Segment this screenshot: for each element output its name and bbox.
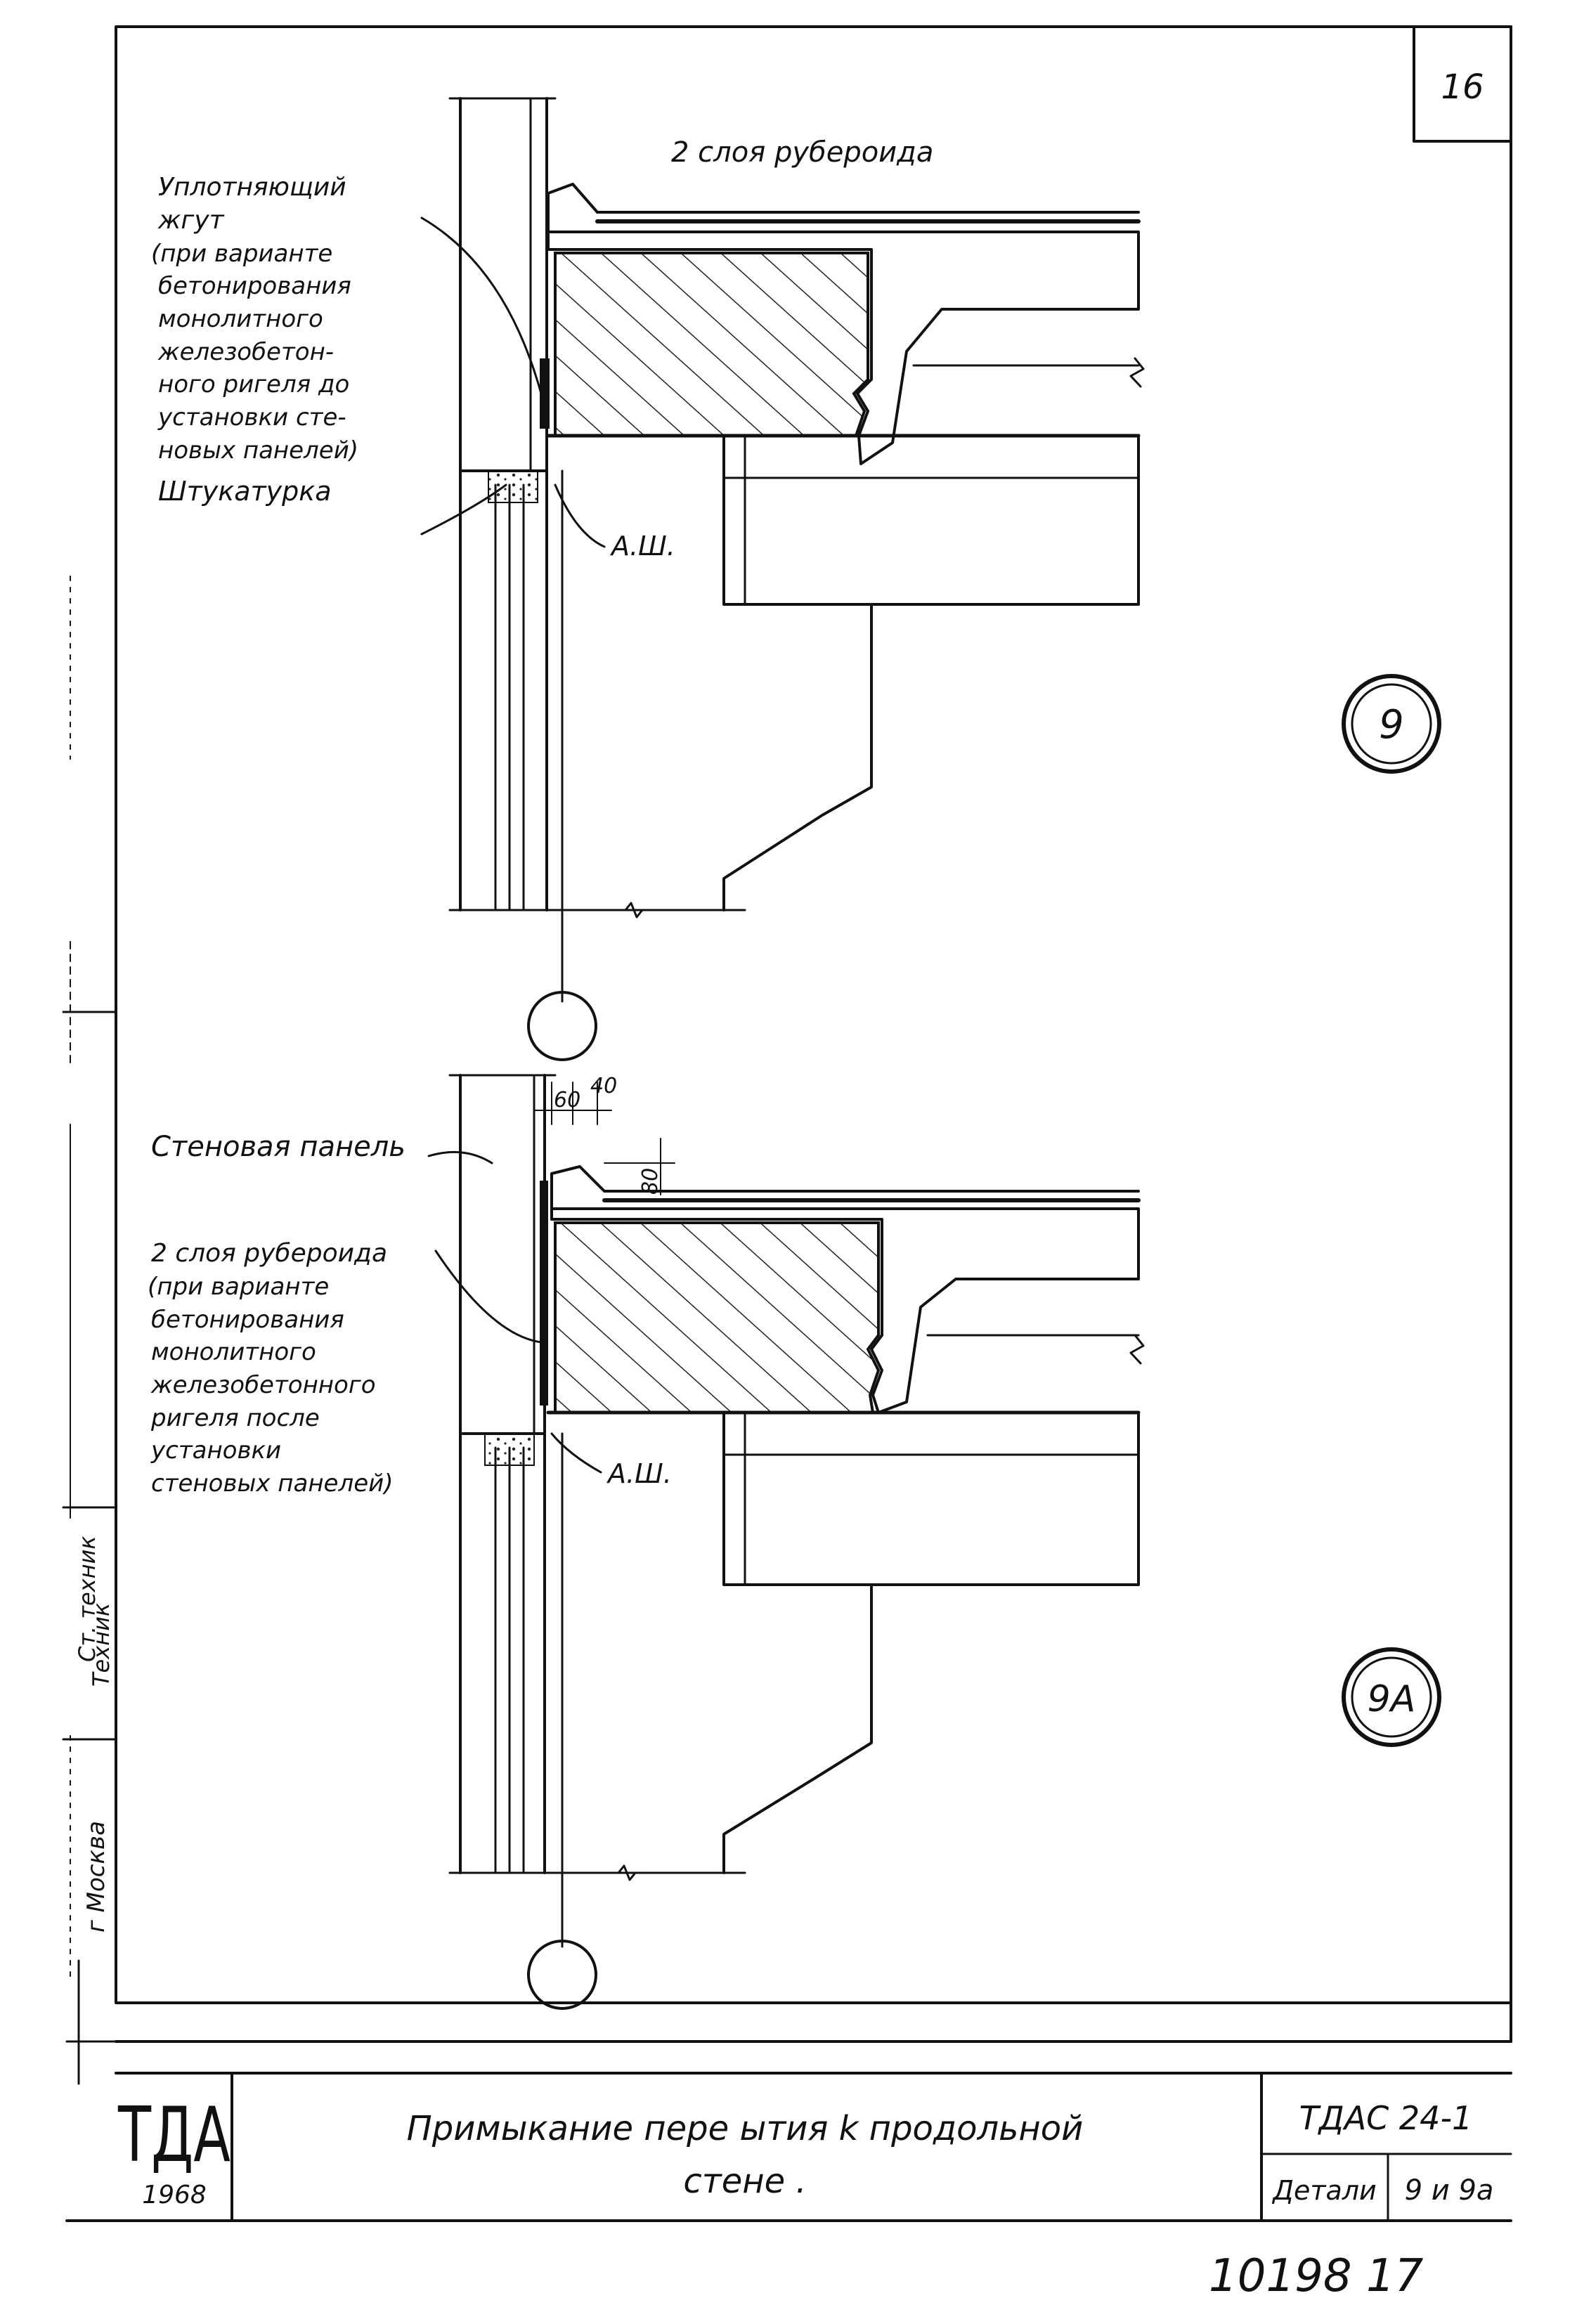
seal-note-line: (при варианте [151,240,332,268]
roofing-note-line: монолитного [151,1338,316,1366]
wall-panel-9a [448,1074,746,1948]
page-number-box: 16 [1413,25,1512,143]
seal-note-9: Уплотняющий жгут (при варианте бетониров… [151,173,358,465]
seal-note-line: железобетон- [157,338,334,366]
margin-role-2: Техник [88,1602,115,1687]
sheet-title-line2: стене . [683,2162,806,2201]
margin-strip: г Москва Ст. техник Техник [62,576,117,2085]
margin-role-1: Ст. техник [74,1536,100,1662]
roofing-note-line: ригеля после [150,1404,320,1432]
roofing-note-line: (при варианте [148,1273,329,1301]
wall-panel-9 [448,97,746,1003]
roofing-note-9a: 2 слоя рубероида (при варианте бетониров… [148,1239,393,1498]
seal-note-line: Уплотняющий [158,173,346,202]
leader-seal-9 [420,216,543,395]
sheet-title-line1: Примыкание пере ытия k продольной [407,2109,1084,2148]
roofing-note-line: стеновых панелей) [151,1469,393,1498]
seal-note-line: новых панелей) [158,436,358,465]
roofing-note-line: 2 слоя рубероида [151,1239,387,1268]
dimension-40: 40 [590,1074,617,1098]
floor-slab-9 [546,183,1145,911]
leader-plaster-9 [420,483,507,535]
leader-anchor-9a [550,1432,602,1474]
seal-note-line: бетонирования [158,272,351,300]
sheet-type: Детали [1271,2175,1376,2206]
seal-note-line: монолитного [158,305,323,333]
detail-marker-9a-text: 9А [1368,1678,1416,1720]
series-code: ТДАС 24-1 [1299,2099,1473,2137]
leader-panel-9a [427,1150,493,1164]
detail-9: 2 слоя рубероида Уплотняющий жгут (при в… [151,97,1441,1061]
detail-marker-9-text: 9 [1379,702,1404,748]
anchor-label-9: А.Ш. [609,531,675,561]
sheet-year: 1968 [142,2181,207,2209]
leader-roofing-9a [434,1249,543,1344]
seal-note-line: ного ригеля до [158,370,349,398]
dimension-60: 60 [554,1088,580,1112]
leader-anchor-9 [554,483,606,548]
section-bubble-9 [527,991,597,1061]
floor-slab-9a: 60 40 80 [533,1074,1145,1874]
panel-label-9a: Стеновая панель [151,1131,405,1163]
detail-marker-9a: 9А [1342,1647,1441,1747]
roofing-label-9: 2 слоя рубероида [671,136,933,169]
section-bubble-9a [527,1940,597,2010]
dimensions-9a: 60 40 80 [533,1074,675,1195]
roofing-note-line: бетонирования [151,1306,344,1334]
dimension-80: 80 [638,1168,663,1195]
detail-9a: 60 40 80 Стеновая панель 2 слоя рубероид… [148,1074,1441,2010]
title-block: ТДА 1968 Примыкание пере ытия k продольн… [65,2072,1512,2222]
sheet-refs: 9 и 9а [1405,2174,1494,2207]
page-number: 16 [1441,67,1484,107]
seal-note-line: жгут [157,206,225,235]
detail-marker-9: 9 [1342,674,1441,774]
archive-stamp-number: 10198 17 [1209,2250,1424,2302]
organization-logo: ТДА [117,2091,231,2179]
anchor-label-9a: А.Ш. [606,1458,672,1489]
seal-note-line: установки сте- [157,403,346,431]
plaster-label-9: Штукатурка [158,476,331,507]
sheet-frame [65,25,1512,2043]
roofing-note-line: установки [150,1436,281,1465]
roofing-note-line: железобетонного [150,1371,376,1399]
margin-city: г Москва [82,1821,110,1933]
